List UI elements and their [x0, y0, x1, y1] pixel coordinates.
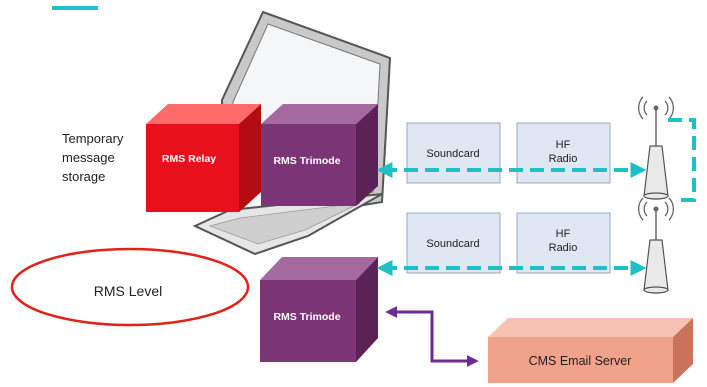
soundcard-top-label: Soundcard — [426, 148, 479, 160]
accent-bar — [52, 6, 98, 10]
cms-link-arrow — [385, 306, 479, 367]
cms-email-server-label: CMS Email Server — [529, 354, 632, 368]
soundcard-bottom-label: Soundcard — [426, 238, 479, 250]
rms-trimode-bottom-cube — [260, 257, 378, 362]
antenna-top-icon — [637, 96, 675, 200]
rms-trimode-top-label: RMS Trimode — [273, 155, 340, 167]
hf-radio-bottom-line2: Radio — [549, 242, 578, 254]
antenna-loop-link — [668, 118, 696, 202]
rms-trimode-bottom-label: RMS Trimode — [273, 311, 340, 323]
hf-radio-top-line2: Radio — [549, 153, 578, 165]
rms-relay-label: RMS Relay — [162, 153, 216, 165]
rms-level-label: RMS Level — [94, 283, 162, 299]
rms-level-ellipse — [10, 247, 250, 327]
temporary-storage-line3: storage — [62, 169, 105, 184]
hf-radio-top-line1: HF — [556, 139, 571, 151]
antenna-bottom-icon — [637, 197, 675, 294]
hf-radio-bottom-line1: HF — [556, 228, 571, 240]
temporary-storage-line1: Temporary — [62, 131, 124, 146]
rms-trimode-top-cube — [261, 104, 378, 206]
cms-email-server-slab — [488, 318, 693, 383]
temporary-storage-line2: message — [62, 150, 115, 165]
rms-relay-cube — [146, 104, 261, 212]
